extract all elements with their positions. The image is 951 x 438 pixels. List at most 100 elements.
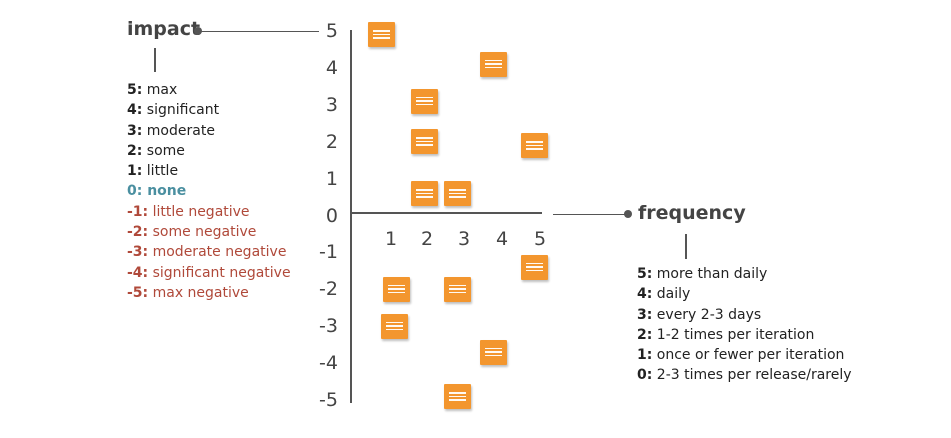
frequency-legend-label: 2-3 times per release/rarely — [652, 367, 852, 384]
sticky-note-line — [372, 37, 390, 39]
frequency-legend-key: 4: — [637, 286, 653, 303]
impact-legend-item: -5: max negative — [127, 283, 291, 303]
sticky-note-line — [526, 266, 544, 268]
frequency-legend-item: 0: 2-3 times per release/rarely — [637, 365, 852, 385]
y-tick-label: -2 — [319, 278, 338, 301]
impact-legend-item: 4: significant — [127, 100, 291, 120]
sticky-note — [382, 276, 410, 302]
sticky-note-line — [485, 63, 502, 65]
sticky-note-line — [449, 399, 467, 401]
sticky-note-line — [449, 196, 467, 198]
impact-legend-item: -3: moderate negative — [127, 242, 291, 262]
sticky-note — [410, 129, 438, 155]
sticky-note-line — [372, 33, 390, 36]
sticky-note-line — [485, 66, 502, 69]
impact-legend-stem — [154, 48, 156, 72]
sticky-note — [444, 384, 472, 409]
impact-legend-key: -5: — [127, 284, 149, 301]
impact-legend-label: max negative — [148, 284, 249, 301]
sticky-note — [410, 181, 438, 207]
sticky-note-line — [449, 192, 467, 195]
frequency-legend-item: 3: every 2-3 days — [637, 305, 852, 325]
sticky-note — [380, 313, 408, 339]
sticky-note-line — [372, 30, 390, 32]
frequency-legend-key: 5: — [637, 266, 653, 282]
sticky-note-line — [485, 59, 502, 62]
sticky-note-line — [385, 325, 403, 327]
frequency-legend-stem — [685, 234, 687, 259]
impact-legend-label: little — [142, 163, 179, 180]
frequency-legend-item: 4: daily — [637, 284, 852, 304]
impact-connector-line — [198, 30, 319, 32]
impact-legend-key: 4: — [127, 102, 143, 119]
x-tick-label: 2 — [420, 228, 434, 250]
frequency-legend-key: 1: — [637, 347, 653, 364]
frequency-legend-label: every 2-3 days — [652, 306, 762, 323]
y-tick-label: 5 — [325, 20, 338, 42]
sticky-note — [444, 276, 472, 302]
y-tick-label: 2 — [325, 130, 338, 153]
frequency-legend-item: 2: 1-2 times per iteration — [637, 325, 852, 345]
sticky-note — [521, 133, 549, 159]
sticky-note-line — [526, 262, 544, 265]
sticky-note-line — [385, 321, 403, 324]
impact-legend-label: some negative — [148, 224, 257, 241]
impact-legend-item: -4: significant negative — [127, 263, 291, 283]
x-tick-label: 1 — [384, 228, 398, 250]
sticky-note-line — [526, 148, 544, 150]
sticky-note-line — [415, 103, 433, 106]
y-tick-label: -1 — [319, 241, 338, 264]
impact-legend-item: 5: max — [127, 80, 291, 100]
impact-legend-label: none — [142, 183, 187, 200]
impact-legend-label: significant — [142, 102, 220, 119]
frequency-connector-dot — [624, 210, 632, 218]
sticky-note-line — [449, 291, 467, 294]
sticky-note — [480, 339, 507, 365]
impact-legend-label: moderate negative — [148, 244, 287, 261]
x-axis — [350, 212, 542, 214]
impact-legend-item: 3: moderate — [127, 121, 291, 141]
sticky-note-line — [449, 189, 467, 191]
impact-legend-item: -2: some negative — [127, 222, 291, 242]
x-tick-label: 4 — [495, 228, 509, 250]
frequency-legend-key: 3: — [637, 306, 653, 323]
impact-legend-label: max — [142, 82, 178, 98]
sticky-note-line — [415, 196, 433, 198]
impact-legend-item: 0: none — [127, 181, 291, 201]
frequency-legend-label: once or fewer per iteration — [652, 347, 845, 364]
y-tick-label: 3 — [325, 93, 338, 116]
frequency-legend-item: 1: once or fewer per iteration — [637, 345, 852, 365]
sticky-note-line — [485, 347, 502, 350]
sticky-note — [410, 88, 438, 114]
sticky-note-line — [485, 351, 502, 353]
sticky-note-line — [415, 140, 433, 143]
frequency-legend-key: 2: — [637, 326, 653, 343]
sticky-note-line — [415, 100, 433, 102]
frequency-legend-label: more than daily — [652, 266, 768, 282]
y-tick-label: 1 — [325, 167, 338, 190]
impact-legend-key: -1: — [127, 203, 149, 220]
sticky-note-line — [385, 328, 403, 331]
impact-legend-key: 0: — [127, 183, 143, 200]
y-tick-label: -4 — [319, 352, 338, 375]
impact-legend-label: moderate — [142, 122, 215, 139]
sticky-note-line — [415, 189, 433, 191]
y-tick-label: -3 — [319, 315, 338, 338]
y-tick-label: 4 — [325, 56, 338, 79]
impact-legend-label: little negative — [148, 203, 250, 220]
sticky-note-line — [485, 354, 502, 357]
sticky-note-line — [449, 395, 467, 397]
sticky-note — [444, 181, 472, 207]
sticky-note — [480, 51, 507, 77]
sticky-note-line — [449, 392, 467, 394]
frequency-title: frequency — [638, 202, 746, 224]
frequency-legend-key: 0: — [637, 367, 653, 384]
x-tick-label: 5 — [533, 228, 547, 250]
sticky-note-line — [415, 96, 433, 99]
sticky-note-line — [387, 284, 405, 287]
sticky-note-line — [387, 291, 405, 294]
sticky-note-line — [387, 288, 405, 290]
frequency-connector-line — [553, 213, 626, 215]
